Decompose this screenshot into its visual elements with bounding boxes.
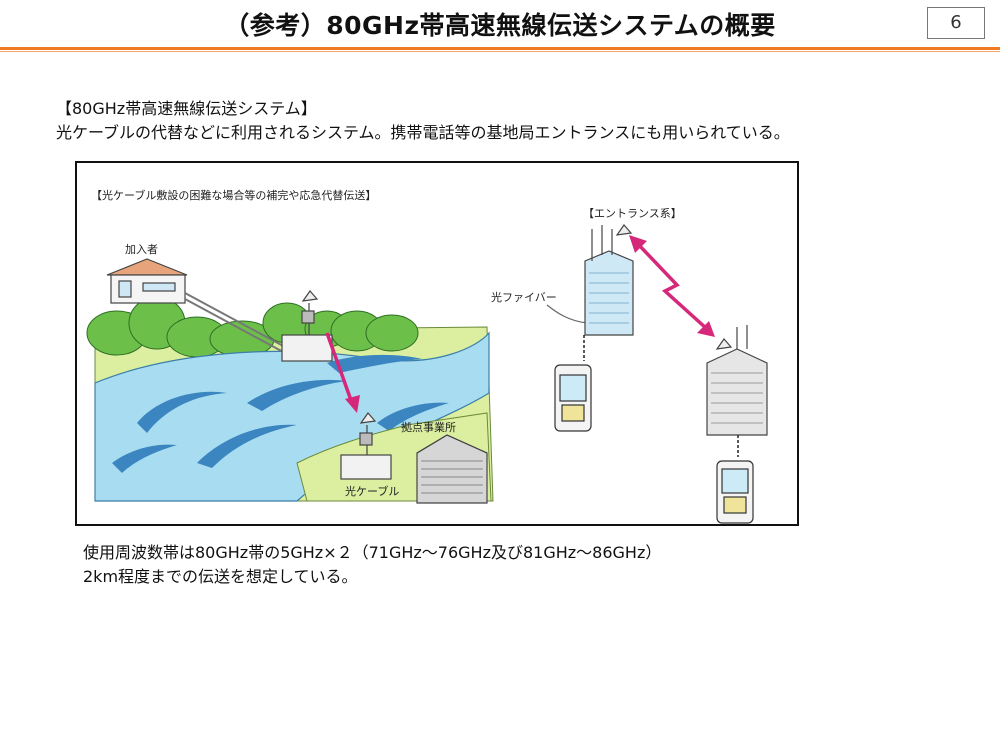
intro-section: 【80GHz帯高速無線伝送システム】 光ケーブルの代替などに利用されるシステム。… bbox=[56, 97, 790, 145]
notes-section: 使用周波数帯は80GHz帯の5GHz×２（71GHz～76GHz及び81GHz～… bbox=[83, 541, 661, 589]
fiber-line bbox=[546, 304, 588, 324]
entrance-caption: 【エントランス系】 bbox=[583, 207, 682, 220]
tree-line bbox=[86, 296, 419, 358]
entrance-building-upper bbox=[584, 224, 634, 336]
entrance-building-lower bbox=[706, 325, 768, 436]
page-title: （参考）80GHz帯高速無線伝送システムの概要 bbox=[224, 11, 776, 40]
page-number: 6 bbox=[927, 7, 985, 39]
hub-office-building bbox=[416, 434, 488, 504]
optical-cable-label: 光ケーブル bbox=[345, 485, 400, 498]
frequency-note: 使用周波数帯は80GHz帯の5GHz×２（71GHz～76GHz及び81GHz～… bbox=[83, 543, 662, 562]
figure-caption-left: 【光ケーブル敷設の困難な場合等の補完や応急代替伝送】 bbox=[91, 189, 377, 202]
subscriber-house bbox=[106, 258, 188, 304]
river-currents bbox=[112, 354, 449, 473]
distance-note: 2km程度までの伝送を想定している。 bbox=[83, 567, 358, 586]
mobile-phone-lower bbox=[716, 460, 754, 524]
header-rule-thin bbox=[0, 51, 1000, 52]
intro-heading: 【80GHz帯高速無線伝送システム】 bbox=[56, 99, 317, 118]
illustration-drawing bbox=[86, 224, 768, 524]
mobile-phone-upper bbox=[554, 364, 592, 432]
house-cable bbox=[184, 292, 288, 355]
system-illustration: 【光ケーブル敷設の困難な場合等の補完や応急代替伝送】 加入者 拠点事業所 光ケー… bbox=[75, 161, 799, 526]
station-lower bbox=[340, 412, 392, 480]
subscriber-label: 加入者 bbox=[125, 243, 158, 256]
station-upper bbox=[281, 290, 333, 362]
optical-fiber-label: 光ファイバー bbox=[491, 291, 557, 304]
header-rule bbox=[0, 47, 1000, 50]
intro-description: 光ケーブルの代替などに利用されるシステム。携帯電話等の基地局エントランスにも用い… bbox=[56, 123, 790, 142]
wireless-link-right bbox=[629, 235, 715, 337]
hub-office-label: 拠点事業所 bbox=[401, 421, 456, 434]
wireless-link-left bbox=[325, 332, 360, 413]
